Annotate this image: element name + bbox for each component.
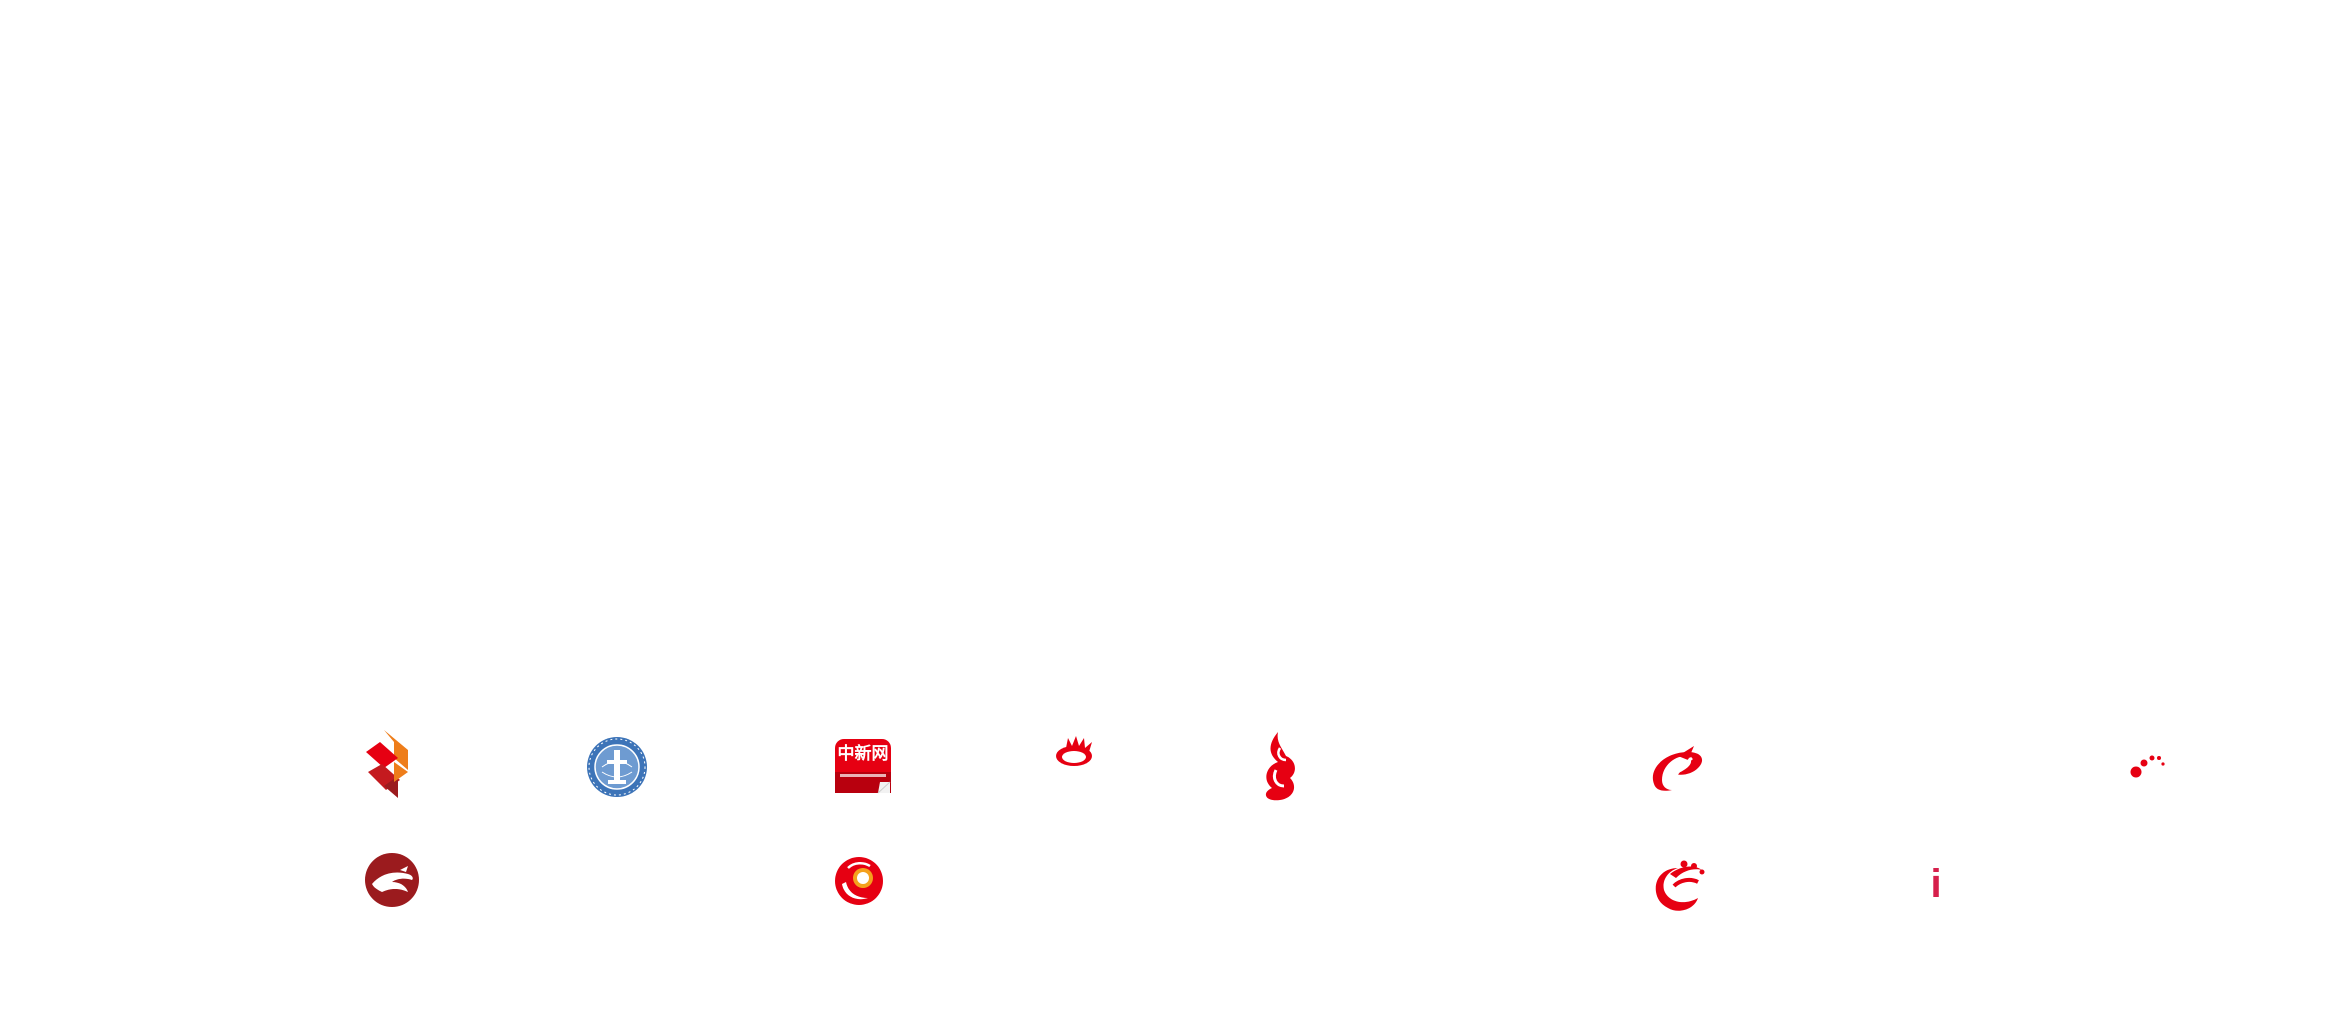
red-swirl-hoop-logo-icon[interactable] (1650, 858, 1708, 914)
crimson-i-logo-text: i (1930, 862, 1942, 906)
orange-red-interlocking-logo-icon[interactable] (364, 728, 416, 800)
red-orange-sphere-logo-icon[interactable] (834, 856, 884, 906)
xinhua-globe-seal-icon[interactable] (586, 736, 648, 798)
red-swoosh-logo-icon[interactable] (1648, 744, 1708, 794)
zhongxinwang-app-icon[interactable]: 中新网 (834, 738, 892, 794)
red-flame-ribbon-logo-icon[interactable] (1254, 730, 1300, 802)
zhongxinwang-logo-text: 中新网 (837, 744, 889, 764)
sina-eye-logo-icon[interactable] (1054, 732, 1098, 768)
crimson-i-logo-icon[interactable]: i (1922, 864, 1950, 904)
red-dots-logo-icon[interactable] (2130, 752, 2166, 778)
dark-red-dragon-circle-icon[interactable] (364, 852, 420, 908)
